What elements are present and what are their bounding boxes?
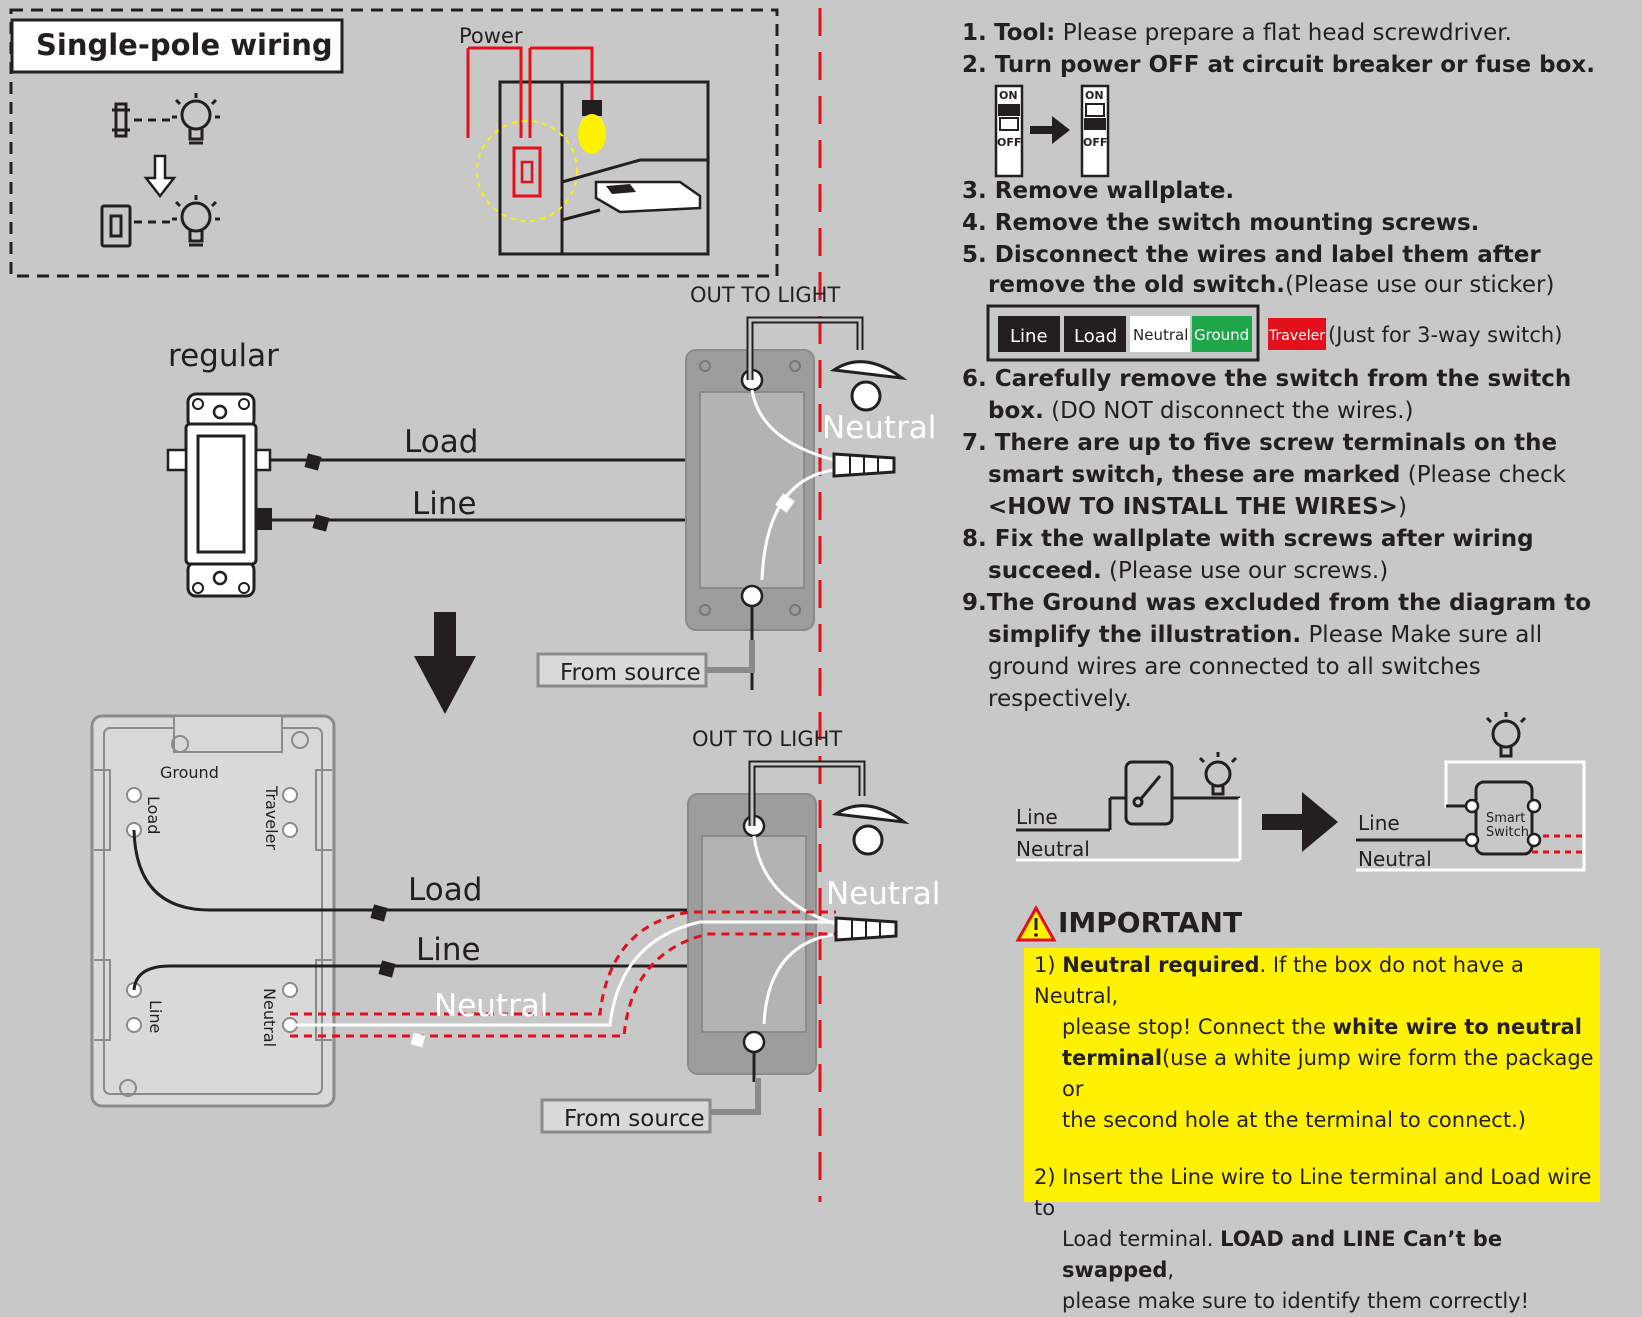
step-9-cont3: respectively.	[988, 686, 1132, 712]
from-source-box	[536, 652, 708, 688]
step-5-cont: remove the old switch.(Please use our st…	[988, 272, 1555, 298]
line-wire-label: Line	[412, 486, 477, 522]
wire-nut-icon	[832, 452, 896, 478]
schematic-neutral-label: Neutral	[1016, 837, 1090, 861]
down-arrow-icon	[143, 154, 177, 199]
breaker-off-label: OFF	[997, 136, 1021, 149]
schematic-line-label: Line	[1016, 805, 1058, 829]
wiring-diagram: Single-pole wiring Power	[9, 8, 1586, 1202]
load-wire-label: Load	[404, 424, 478, 460]
smart-switch-label-1: Smart	[1486, 811, 1525, 826]
light-fixture-icon	[831, 804, 910, 856]
from-source-label: From source	[560, 660, 701, 686]
light-fixture-icon	[829, 360, 908, 412]
step-7: 7. There are up to five screw terminals …	[962, 430, 1558, 456]
step-8: 8. Fix the wallplate with screws after w…	[962, 526, 1534, 552]
important-p1-line2: please stop! Connect the white wire to n…	[1062, 1015, 1582, 1039]
terminal-ground-label: Ground	[160, 763, 219, 782]
big-down-arrow-icon	[414, 612, 476, 714]
step-3: 3. Remove wallplate.	[962, 178, 1235, 204]
sticker-line-text: Line	[1010, 326, 1048, 347]
right-arrow-icon	[1030, 116, 1070, 144]
warning-icon	[1015, 904, 1057, 942]
sticker-load	[1064, 316, 1126, 352]
step-1: 1. Tool: Please prepare a flat head scre…	[962, 20, 1512, 46]
breaker-on-icon	[994, 84, 1024, 178]
sticker-neutral-text: Neutral	[1133, 326, 1188, 344]
breaker-on-label-2: ON	[1085, 89, 1104, 102]
schematic-smart-neutral-label: Neutral	[1358, 847, 1432, 871]
terminal-traveler-label: Traveler	[262, 785, 281, 850]
important-p1-line3: terminal(use a white jump wire form the …	[1062, 1046, 1594, 1101]
step-5: 5. Disconnect the wires and label them a…	[962, 242, 1541, 268]
title-box	[10, 18, 344, 74]
step-6-cont: box. (DO NOT disconnect the wires.)	[988, 398, 1414, 424]
terminal-neutral-label: Neutral	[260, 988, 279, 1047]
neutral-wire-label: Neutral	[434, 988, 548, 1024]
step-9-cont2: ground wires are connected to all switch…	[988, 654, 1481, 680]
step-6: 6. Carefully remove the switch from the …	[962, 366, 1572, 392]
schematic-regular	[1016, 760, 1242, 862]
wire-nut-icon	[834, 916, 898, 942]
bulb-icon	[172, 195, 220, 247]
out-to-light-label: OUT TO LIGHT	[690, 283, 840, 307]
bulb-icon	[1485, 712, 1527, 758]
important-p2-line3: please make sure to identify them correc…	[1062, 1289, 1529, 1313]
rocker-switch-icon	[100, 204, 132, 248]
step-4: 4. Remove the switch mounting screws.	[962, 210, 1480, 236]
step-9: 9.The Ground was excluded from the diagr…	[962, 590, 1592, 616]
sticker-ground	[1192, 316, 1252, 352]
sticker-load-text: Load	[1074, 326, 1117, 347]
sticker-traveler-text: Traveler	[1268, 328, 1325, 344]
breaker-off-label-2: OFF	[1083, 136, 1107, 149]
breaker-off-icon	[1080, 84, 1110, 178]
line-wire-label-bottom: Line	[416, 932, 481, 968]
out-to-light-label-bottom: OUT TO LIGHT	[692, 727, 842, 751]
important-notice: 1) Neutral required. If the box do not h…	[1024, 948, 1600, 1313]
step-8-cont: succeed. (Please use our screws.)	[988, 558, 1389, 584]
smart-switch-label-2: Switch	[1486, 825, 1529, 840]
schematic-arrow-icon	[1262, 792, 1338, 852]
step-9-cont: simplify the illustration. Please Make s…	[988, 622, 1543, 648]
sticker-neutral	[1130, 316, 1190, 352]
power-label: Power	[459, 24, 523, 48]
important-p1-line1: 1) Neutral required. If the box do not h…	[1034, 953, 1524, 1008]
sticker-traveler	[1268, 318, 1326, 350]
important-p1-line4: the second hole at the terminal to conne…	[1062, 1108, 1526, 1132]
sticker-line	[998, 316, 1060, 352]
room-illustration	[466, 46, 710, 256]
breaker-on-label: ON	[999, 89, 1018, 102]
terminal-line-label: Line	[146, 1000, 165, 1033]
neutral-label-bottom: Neutral	[826, 876, 940, 912]
schematic-smart-line-label: Line	[1358, 811, 1400, 835]
from-source-label-bottom: From source	[564, 1106, 705, 1132]
step-7-cont: smart switch, these are marked (Please c…	[988, 462, 1566, 488]
step-7-cont2: <HOW TO INSTALL THE WIRES>)	[988, 494, 1407, 520]
intro-dashed-frame	[9, 8, 779, 278]
sticker-note: (Just for 3-way switch)	[1328, 323, 1562, 347]
bulb-icon	[172, 93, 220, 145]
schematic-smart	[1356, 760, 1586, 872]
important-p2-line1: 2) Insert the Line wire to Line terminal…	[1034, 1165, 1592, 1220]
regular-label: regular	[168, 338, 279, 374]
from-source-box-bottom	[540, 1098, 712, 1134]
sticker-ground-text: Ground	[1194, 326, 1249, 344]
terminal-load-label: Load	[144, 796, 163, 834]
regular-switch	[166, 392, 272, 598]
neutral-label-top: Neutral	[822, 410, 936, 446]
sticker-frame	[986, 304, 1260, 362]
switch-box-top	[685, 349, 815, 631]
important-p2-line2: Load terminal. LOAD and LINE Can’t be sw…	[1062, 1227, 1503, 1282]
title-text: Single-pole wiring	[36, 28, 333, 62]
load-wire-label-bottom: Load	[408, 872, 482, 908]
toggle-switch-icon	[112, 102, 130, 138]
important-heading: IMPORTANT	[1058, 906, 1243, 939]
wiring-instructions-page: Single-pole wiring Power	[9, 8, 1600, 1313]
bulb-icon	[1198, 752, 1238, 796]
step-2: 2. Turn power OFF at circuit breaker or …	[962, 52, 1595, 78]
